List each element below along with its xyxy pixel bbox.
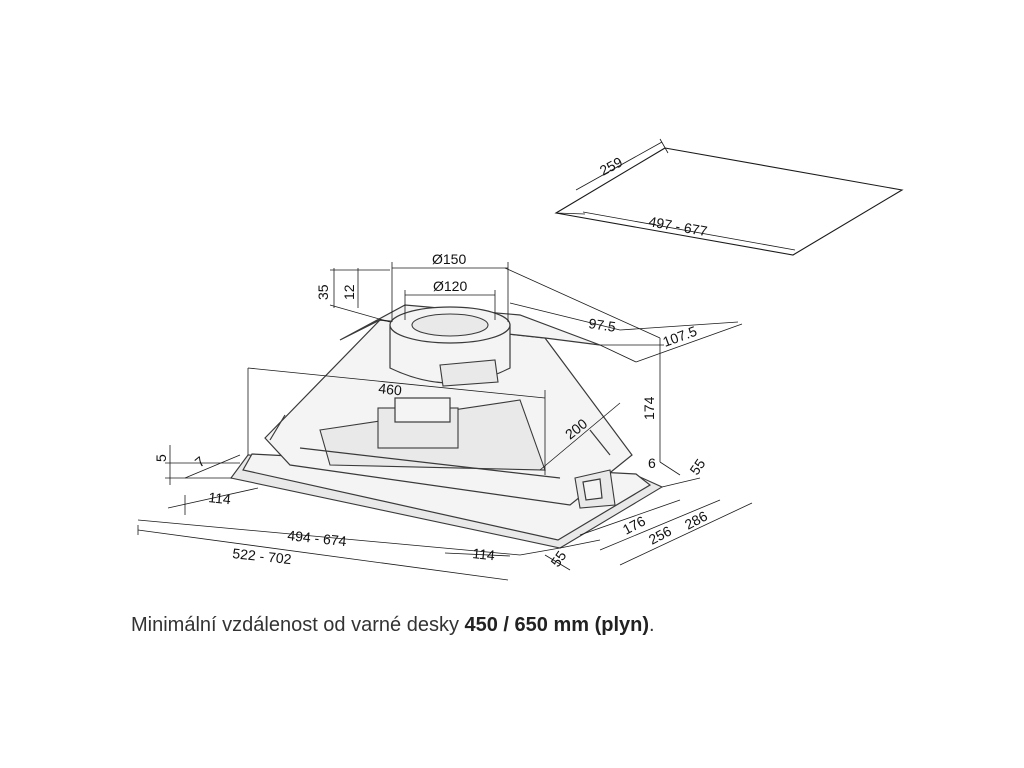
bottom-width-dimensions: 494 - 674 522 - 702 114: [137, 519, 561, 581]
dim-outlet-outer: Ø150: [432, 251, 466, 267]
dim-depth-55-bottom: 55: [547, 548, 569, 570]
dim-collar-height: 35: [315, 284, 331, 300]
dim-side-left: 114: [208, 489, 232, 507]
dim-filter-width: 497 - 677: [647, 213, 708, 239]
caption-text: Minimální vzdálenost od varné desky: [131, 614, 465, 636]
dim-depth-176: 176: [620, 512, 648, 537]
dim-height: 174: [641, 396, 657, 420]
dim-body-width: 460: [378, 380, 403, 398]
filter-panel: 259 497 - 677: [554, 138, 904, 256]
dim-edge-height: 5: [153, 454, 169, 462]
dim-side-right: 114: [472, 545, 496, 563]
dim-cutout-width: 494 - 674: [287, 527, 348, 549]
dim-edge-left: 7: [192, 453, 208, 470]
minimum-distance-caption: Minimální vzdálenost od varné desky 450 …: [131, 614, 655, 637]
dim-total-width: 522 - 702: [232, 545, 293, 567]
dim-collar-inner-height: 12: [341, 284, 357, 300]
dim-depth-286: 286: [682, 507, 710, 532]
dim-outlet-inner: Ø120: [433, 278, 467, 294]
caption-bold-value: 450 / 650 mm (plyn): [464, 614, 650, 636]
dim-outlet-offset-a: 97.5: [588, 315, 617, 335]
dim-edge-right: 6: [648, 455, 656, 471]
hood-body: [230, 304, 664, 549]
dim-depth-55-top: 55: [686, 456, 708, 478]
dim-depth-256: 256: [646, 522, 674, 547]
caption-suffix: .: [649, 614, 655, 636]
